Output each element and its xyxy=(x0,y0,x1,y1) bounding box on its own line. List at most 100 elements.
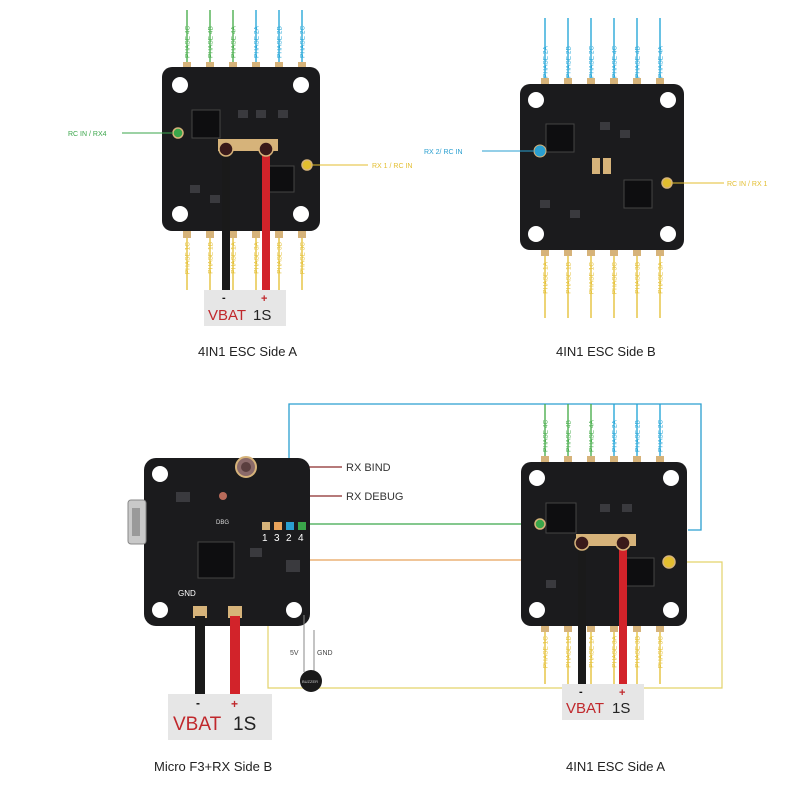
pin-label: 4 xyxy=(298,533,304,544)
plus-sign: + xyxy=(231,697,238,711)
plus-sign: + xyxy=(261,293,267,305)
phase-pad xyxy=(298,62,306,70)
phase-pad xyxy=(252,230,260,238)
pad xyxy=(298,522,306,530)
component xyxy=(620,130,630,138)
phase-label: PHASE 1B xyxy=(566,636,573,668)
battery-wire-red xyxy=(262,150,270,290)
phase-pad xyxy=(633,248,641,256)
rx2-label: RX 2/ RC IN xyxy=(424,149,463,156)
phase-label: PHASE 4A xyxy=(231,26,238,58)
component xyxy=(250,548,262,557)
component xyxy=(600,504,610,512)
phase-pad xyxy=(587,624,595,632)
phase-label: PHASE 1A xyxy=(231,241,238,273)
phase-label: PHASE 4A xyxy=(589,420,596,452)
power-pad xyxy=(193,606,207,618)
phase-pad xyxy=(610,624,618,632)
mount-hole xyxy=(528,92,544,108)
phase-pad xyxy=(229,62,237,70)
component xyxy=(176,492,190,502)
mount-hole xyxy=(152,602,168,618)
rx-cyan-wire xyxy=(288,403,702,531)
battery-wire-red xyxy=(619,544,627,684)
cell-label: 1S xyxy=(612,700,630,717)
mcu-chip xyxy=(267,165,295,193)
phase-pad xyxy=(252,62,260,70)
phase-label: PHASE 1A xyxy=(589,635,596,667)
phase-pad xyxy=(587,456,595,464)
minus-sign: - xyxy=(579,686,583,698)
component xyxy=(622,504,632,512)
esc-a2-top-phase-wires: PHASE 4C PHASE 4B PHASE 4A PHASE 2A PHASE 2B… xyxy=(541,404,665,466)
minus-pad-icon xyxy=(574,535,590,551)
phase-pad xyxy=(298,230,306,238)
mcu-chip xyxy=(625,557,655,587)
phase-label: PHASE 1C xyxy=(543,636,550,668)
phase-label: PHASE 2A xyxy=(612,420,619,452)
phase-label: PHASE 4C xyxy=(543,420,550,452)
rx2-pad-icon xyxy=(533,144,547,158)
phase-label: PHASE 1A xyxy=(543,261,550,293)
phase-label: PHASE 3B xyxy=(635,636,642,668)
mcu-chip xyxy=(545,502,577,534)
vbat-box xyxy=(168,694,272,740)
phase-pad xyxy=(610,248,618,256)
pin-label: 3 xyxy=(274,533,280,544)
mount-hole xyxy=(152,466,168,482)
caption-esc-a-bottom: 4IN1 ESC Side A xyxy=(566,759,665,774)
esc-a2-bottom-phase-wires: PHASE 1C PHASE 1B PHASE 1A PHASE 3A PHASE 3B… xyxy=(541,624,665,684)
phase-label: PHASE 3A xyxy=(254,241,261,273)
component xyxy=(256,110,266,118)
phase-pad xyxy=(275,230,283,238)
power-pad xyxy=(603,158,611,174)
plus-pad-icon xyxy=(258,141,274,157)
phase-pad xyxy=(206,62,214,70)
phase-label: PHASE 4B xyxy=(208,26,215,58)
phase-label: PHASE 2C xyxy=(300,26,307,58)
buzzer-5v-label: 5V xyxy=(290,650,299,657)
phase-pad xyxy=(587,248,595,256)
mount-hole xyxy=(529,470,545,486)
pad xyxy=(274,522,282,530)
power-pad xyxy=(228,606,242,618)
buzzer-icon xyxy=(300,670,322,692)
phase-label: PHASE 2C xyxy=(658,420,665,452)
phase-pad xyxy=(541,624,549,632)
gnd-text: GND xyxy=(178,589,196,598)
phase-label: PHASE 2A xyxy=(254,26,261,58)
phase-pad xyxy=(275,62,283,70)
phase-label: PHASE 3B xyxy=(635,262,642,294)
mount-hole xyxy=(172,77,188,93)
phase-label: PHASE 4A xyxy=(658,46,665,78)
component xyxy=(278,110,288,118)
phase-pad xyxy=(564,78,572,86)
mcu-chip xyxy=(623,179,653,209)
plus-sign: + xyxy=(619,687,625,699)
component xyxy=(570,210,580,218)
phase-label: PHASE 3A xyxy=(612,635,619,667)
phase-label: PHASE 2B xyxy=(566,46,573,78)
minus-sign: - xyxy=(222,292,226,304)
cell-label: 1S xyxy=(253,307,271,324)
phase-label: PHASE 4B xyxy=(566,420,573,452)
phase-pad xyxy=(610,456,618,464)
phase-pad xyxy=(656,248,664,256)
minus-sign: - xyxy=(196,696,200,710)
rc1-pad-icon xyxy=(661,177,673,189)
phase-pad xyxy=(229,230,237,238)
phase-pad xyxy=(541,456,549,464)
vbat-box xyxy=(204,290,286,326)
vbat-box xyxy=(562,684,644,720)
rc-in-label: RC IN / RX4 xyxy=(68,131,107,138)
component xyxy=(238,110,248,118)
phase-label: PHASE 1C xyxy=(589,262,596,294)
phase-label: PHASE 2B xyxy=(635,420,642,452)
phase-pad xyxy=(206,230,214,238)
rx-bind-label: RX BIND xyxy=(346,462,391,474)
